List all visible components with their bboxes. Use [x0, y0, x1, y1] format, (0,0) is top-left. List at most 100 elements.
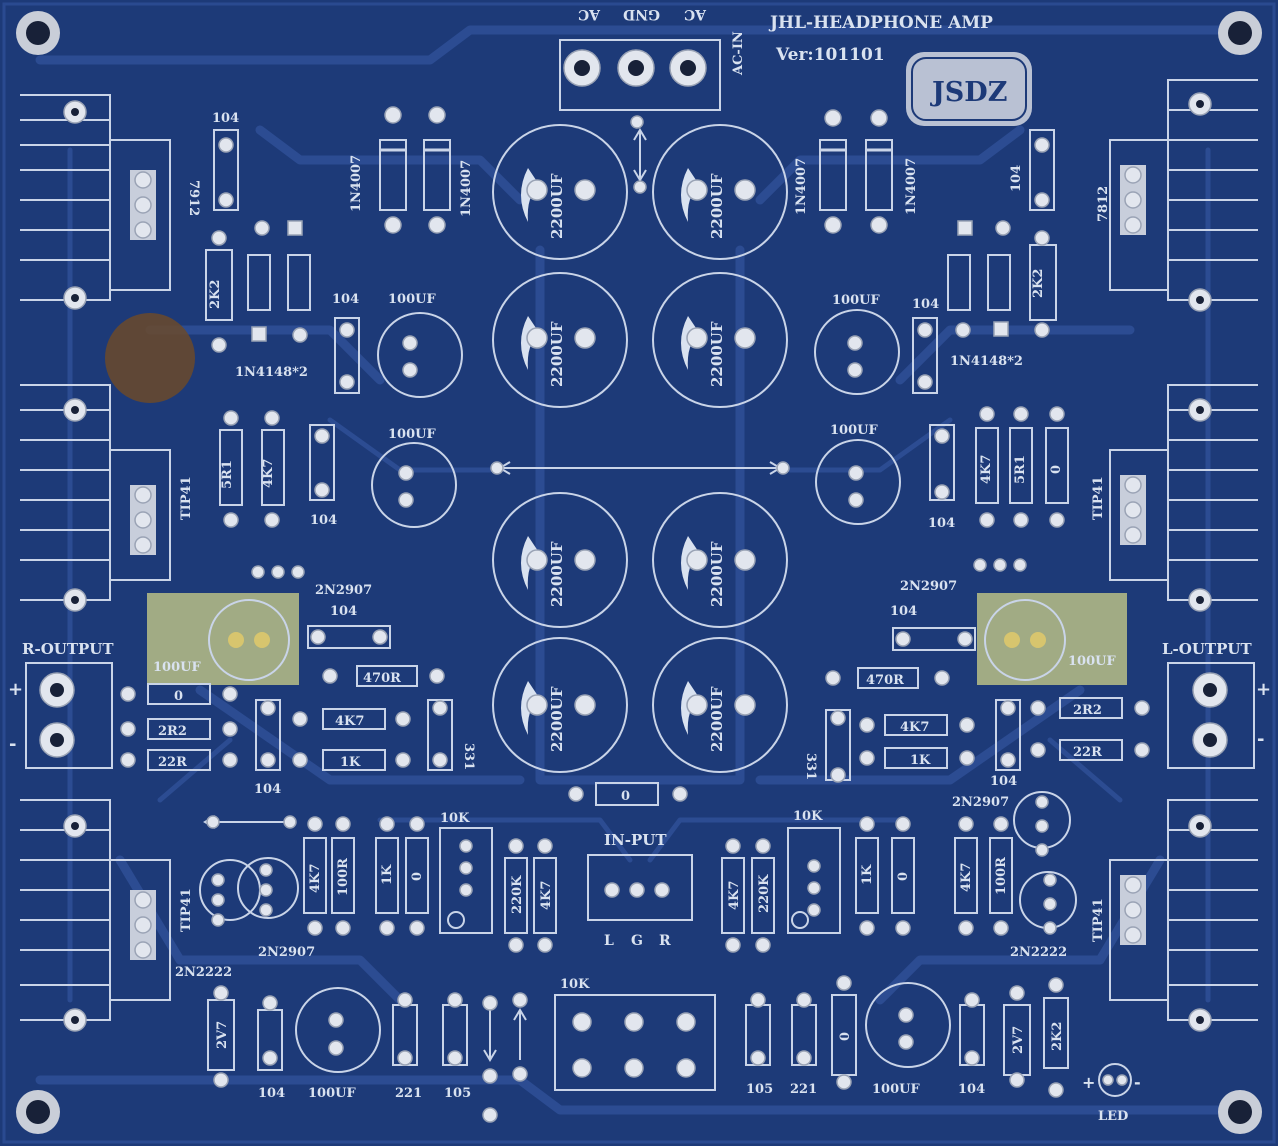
cap-c25-label: 100UF [872, 1082, 920, 1097]
main-cap-2-label: 2200UF [708, 173, 726, 239]
input-g-label: G [631, 933, 643, 949]
center-arrows [490, 115, 790, 475]
main-cap-2 [652, 124, 788, 260]
l-output-label: L-OUTPUT [1162, 640, 1252, 658]
res-r22-label: 0 [410, 872, 425, 881]
cap-c10-label: 331 [461, 743, 476, 770]
tip41-right-top-label: TIP41 [1091, 476, 1106, 520]
q2-label: 2N2907 [900, 579, 957, 594]
input-connector[interactable] [587, 854, 693, 921]
led-label: LED [1098, 1109, 1128, 1124]
logo-text: JSDZ [930, 77, 1007, 108]
mount-hole-tl [16, 11, 60, 55]
res-r25-label: 4K7 [727, 881, 742, 910]
res-r32-label: 2K2 [1050, 1022, 1065, 1051]
res-r24-label: 4K7 [539, 881, 554, 910]
cap-c26-label: 104 [958, 1082, 985, 1097]
res-r31-label: 0 [838, 1032, 853, 1041]
cap-c19-label: 104 [258, 1086, 285, 1101]
res-r26-label: 220K [757, 874, 772, 913]
input-l-label: L [604, 933, 614, 949]
cap-c21-label: 221 [395, 1086, 422, 1101]
res-r8-label: 4K7 [335, 714, 364, 729]
ac-label-left: AC [578, 6, 601, 22]
mount-hole-tr [1218, 11, 1262, 55]
ac-label-right: AC [684, 6, 707, 22]
res-r18-label: 1K [910, 753, 931, 768]
right-output-resistors [825, 667, 1150, 783]
cap-c7-label: 100UF [1068, 654, 1116, 669]
pot-right-label: 10K [793, 809, 823, 824]
q4-label: 2N2222 [175, 965, 232, 980]
res-r14-label: 470R [866, 673, 904, 688]
res-center-label: 0 [621, 789, 630, 804]
res-r12-label: 5R1 [1013, 455, 1028, 484]
main-cap-6 [652, 492, 788, 628]
board-title: JHL-HEADPHONE AMP [768, 13, 993, 33]
res-r4-label: 0 [174, 689, 183, 704]
cap-c3-label: 100UF [388, 292, 436, 307]
board-version: Ver:101101 [775, 45, 885, 65]
cap-c22-label: 105 [444, 1086, 471, 1101]
r-output-terminal[interactable] [25, 662, 113, 769]
res-r21-label: 1K [380, 864, 395, 885]
main-cap-3-label: 2200UF [548, 321, 566, 387]
res-r19-label: 4K7 [308, 864, 323, 893]
main-cap-8-label: 2200UF [708, 686, 726, 752]
cap-c16-label: 104 [890, 604, 917, 619]
main-cap-1 [492, 124, 628, 260]
diode-d1-label: 1N4007 [349, 155, 364, 212]
res-r30-label: 100R [994, 857, 1009, 895]
mount-hole-bl [16, 1090, 60, 1134]
cap-c1-label: 104 [212, 111, 239, 126]
res-r7-label: 470R [363, 671, 401, 686]
ac-in-terminal[interactable] [559, 39, 721, 111]
main-cap-5 [492, 492, 628, 628]
main-cap-1-label: 2200UF [548, 173, 566, 239]
cap-c23-label: 105 [746, 1082, 773, 1097]
pot-volume-label: 10K [560, 977, 590, 992]
res-r27-label: 1K [860, 864, 875, 885]
r-output-minus: - [9, 734, 16, 755]
solder-residue [105, 313, 195, 403]
res-r11-label: 4K7 [979, 455, 994, 484]
gnd-label: GND [623, 6, 660, 22]
left-top-parts [205, 129, 463, 579]
cap-c20-label: 100UF [308, 1086, 356, 1101]
cap-c4-label: 100UF [388, 427, 436, 442]
l-output-terminal[interactable] [1167, 662, 1255, 769]
q5-label: 2N2907 [952, 795, 1009, 810]
cap-c8 [307, 625, 391, 649]
led-plus: + [1082, 1073, 1095, 1092]
cap-c13-label: 100UF [832, 293, 880, 308]
res-r5-label: 2R2 [158, 724, 187, 739]
r-output-plus: + [8, 679, 23, 700]
l-output-plus: + [1256, 679, 1271, 700]
tip41-left-bottom-label: TIP41 [179, 888, 194, 932]
diodes-1n4007 [379, 106, 893, 234]
main-cap-4 [652, 272, 788, 408]
q6-label: 2N2222 [1010, 945, 1067, 960]
bottom-row-parts [207, 975, 1132, 1123]
to220-pads [130, 165, 1146, 960]
center-resistor [568, 782, 688, 806]
cap-c15-label: 104 [928, 516, 955, 531]
logo-badge: JSDZ [906, 52, 1032, 126]
q3-label: 2N2907 [258, 945, 315, 960]
right-top-parts [814, 129, 1069, 572]
tip41-right-bottom-label: TIP41 [1091, 898, 1106, 942]
res-r2-label: 5R1 [220, 460, 235, 489]
res-r23-label: 220K [510, 875, 525, 914]
tip41-left-top-label: TIP41 [179, 476, 194, 520]
cap-c24-label: 221 [790, 1082, 817, 1097]
highlight-left [147, 593, 299, 685]
cap-c18-label: 331 [803, 753, 818, 780]
main-cap-6-label: 2200UF [708, 541, 726, 607]
cap-c14-label: 100UF [830, 423, 878, 438]
zener-right-label: 2V7 [1011, 1026, 1026, 1054]
res-r20-label: 100R [336, 858, 351, 896]
res-r28-label: 0 [896, 872, 911, 881]
input-label: IN-PUT [604, 831, 667, 849]
